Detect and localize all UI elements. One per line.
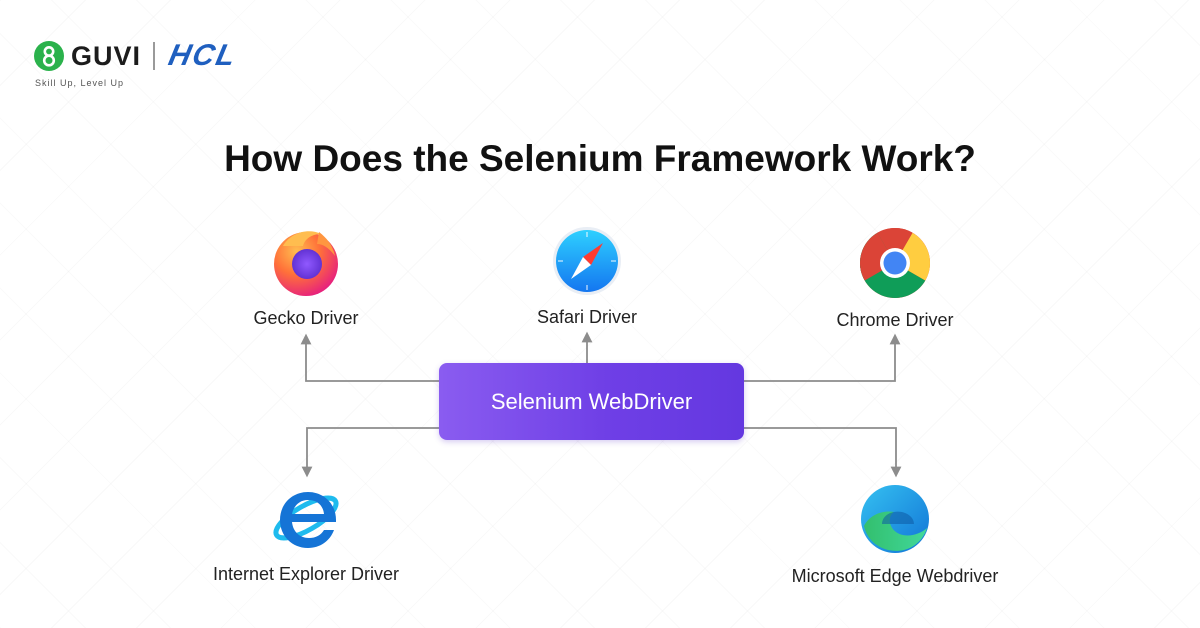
selenium-webdriver-box: Selenium WebDriver [439, 363, 744, 440]
firefox-icon [274, 231, 338, 296]
node-edge-driver: Microsoft Edge Webdriver [765, 482, 1025, 587]
connector-ie [301, 427, 439, 478]
guvi-logo-icon [34, 41, 64, 71]
brand-tagline: Skill Up, Level Up [35, 78, 125, 88]
node-chrome-driver: Chrome Driver [765, 226, 1025, 331]
brand-separator [153, 42, 156, 70]
edge-icon [861, 485, 929, 553]
guvi-logo-text: GUVI [71, 40, 142, 71]
node-gecko-driver: Gecko Driver [176, 224, 436, 329]
node-label: Chrome Driver [836, 310, 954, 330]
page-title: How Does the Selenium Framework Work? [224, 138, 976, 179]
chrome-icon [860, 228, 930, 298]
connector-gecko [300, 333, 439, 382]
hub-label: Selenium WebDriver [490, 388, 693, 414]
connector-edge [744, 427, 902, 478]
internet-explorer-icon [273, 492, 339, 548]
connector-chrome [744, 333, 901, 382]
node-label: Microsoft Edge Webdriver [791, 566, 999, 586]
safari-icon [553, 227, 621, 295]
node-label: Gecko Driver [253, 308, 359, 328]
node-safari-driver: Safari Driver [457, 225, 717, 328]
node-label: Safari Driver [536, 307, 638, 327]
node-ie-driver: Internet Explorer Driver [176, 482, 436, 585]
node-label: Internet Explorer Driver [212, 564, 400, 584]
brand-header: GUVI HCL Skill Up, Level Up [33, 38, 241, 88]
hcl-logo-text: HCL [165, 39, 241, 72]
